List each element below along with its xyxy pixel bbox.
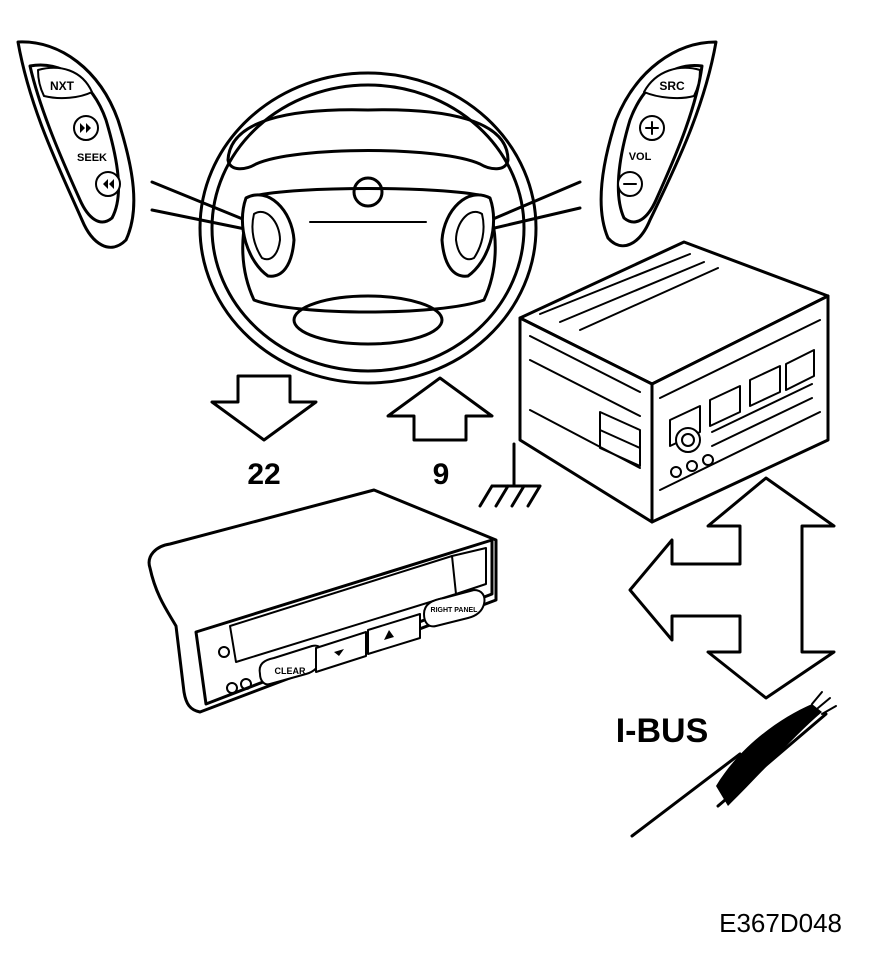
nxt-button[interactable]: NXT <box>37 66 93 100</box>
steering-wheel <box>198 71 538 385</box>
down-arrow-label: 22 <box>247 458 280 491</box>
cable-bundle <box>716 704 822 806</box>
rewind-icon <box>103 179 114 189</box>
plus-icon <box>645 121 659 135</box>
vol-label: VOL <box>629 151 652 163</box>
up-arrow: 9 <box>386 376 494 491</box>
seek-down-button[interactable] <box>95 171 121 197</box>
triangle-up-icon <box>384 630 394 640</box>
vol-down-button[interactable] <box>617 171 643 197</box>
down-button[interactable] <box>315 631 367 673</box>
up-button[interactable] <box>367 613 421 655</box>
seek-up-button[interactable] <box>73 115 99 141</box>
ibus-cable: I-BUS <box>616 691 837 838</box>
ibus-label: I-BUS <box>616 712 709 750</box>
right-panel-label: RIGHT PANEL <box>431 607 479 614</box>
bus-arrows <box>628 476 836 700</box>
src-label: SRC <box>659 79 685 93</box>
radio-unit <box>518 240 830 524</box>
up-arrow-label: 9 <box>433 458 450 491</box>
information-display: CLEAR RIGHT PANEL <box>147 488 498 714</box>
down-arrow: 22 <box>210 374 318 491</box>
left-switch-pad: NXT SEEK <box>16 40 136 249</box>
right-switch-pad: SRC VOL <box>599 40 718 248</box>
right-panel-button[interactable]: RIGHT PANEL <box>423 589 486 628</box>
seek-label: SEEK <box>77 152 107 164</box>
fast-forward-icon <box>80 123 91 133</box>
ground-icon <box>478 442 542 508</box>
clear-label: CLEAR <box>275 666 306 676</box>
triangle-down-icon <box>334 649 344 656</box>
vol-up-button[interactable] <box>639 115 665 141</box>
figure-code: E367D048 <box>719 908 842 938</box>
src-button[interactable]: SRC <box>643 66 701 100</box>
nxt-label: NXT <box>50 79 75 93</box>
